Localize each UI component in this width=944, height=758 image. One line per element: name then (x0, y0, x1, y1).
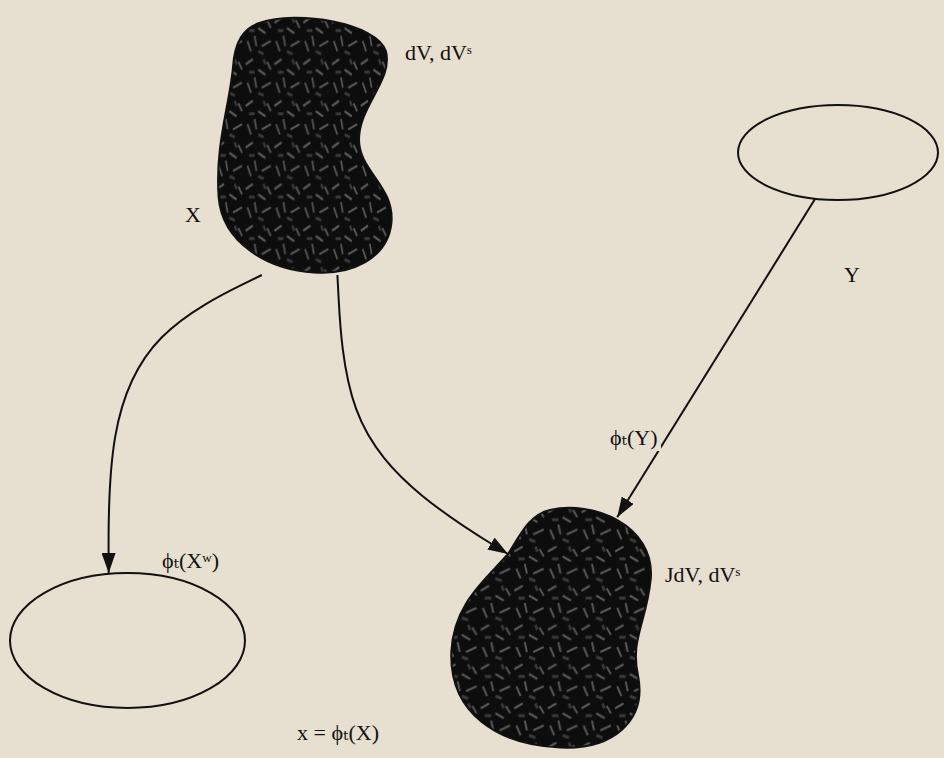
mapping-arrow (617, 199, 815, 517)
mapping-arrow (109, 275, 262, 573)
region-label: Y (844, 263, 860, 287)
mapping-arrow (337, 275, 508, 554)
shape-outline (445, 505, 655, 750)
shape-path (738, 105, 938, 200)
shape-outline (215, 15, 395, 275)
body-reference: XdV, dVˢ (215, 15, 395, 275)
volume-label: dV, dVˢ (405, 41, 472, 65)
body-current: JdV, dVˢx = ϕₜ(X) (445, 505, 655, 750)
shape-outline (738, 105, 938, 200)
shape-outline (10, 573, 245, 708)
region-label: X (185, 203, 201, 227)
map-label: ϕₜ(Y) (607, 425, 661, 451)
shape-path (451, 508, 651, 748)
position-label: x = ϕₜ(X) (297, 721, 379, 745)
image-ellipse: ϕₜ(Xʷ) (10, 573, 245, 708)
map-label: ϕₜ(Xʷ) (162, 549, 219, 573)
shape-path (10, 573, 245, 708)
volume-label: JdV, dVˢ (665, 563, 740, 587)
region-ellipse: Y (738, 105, 938, 200)
shape-path (218, 18, 392, 273)
